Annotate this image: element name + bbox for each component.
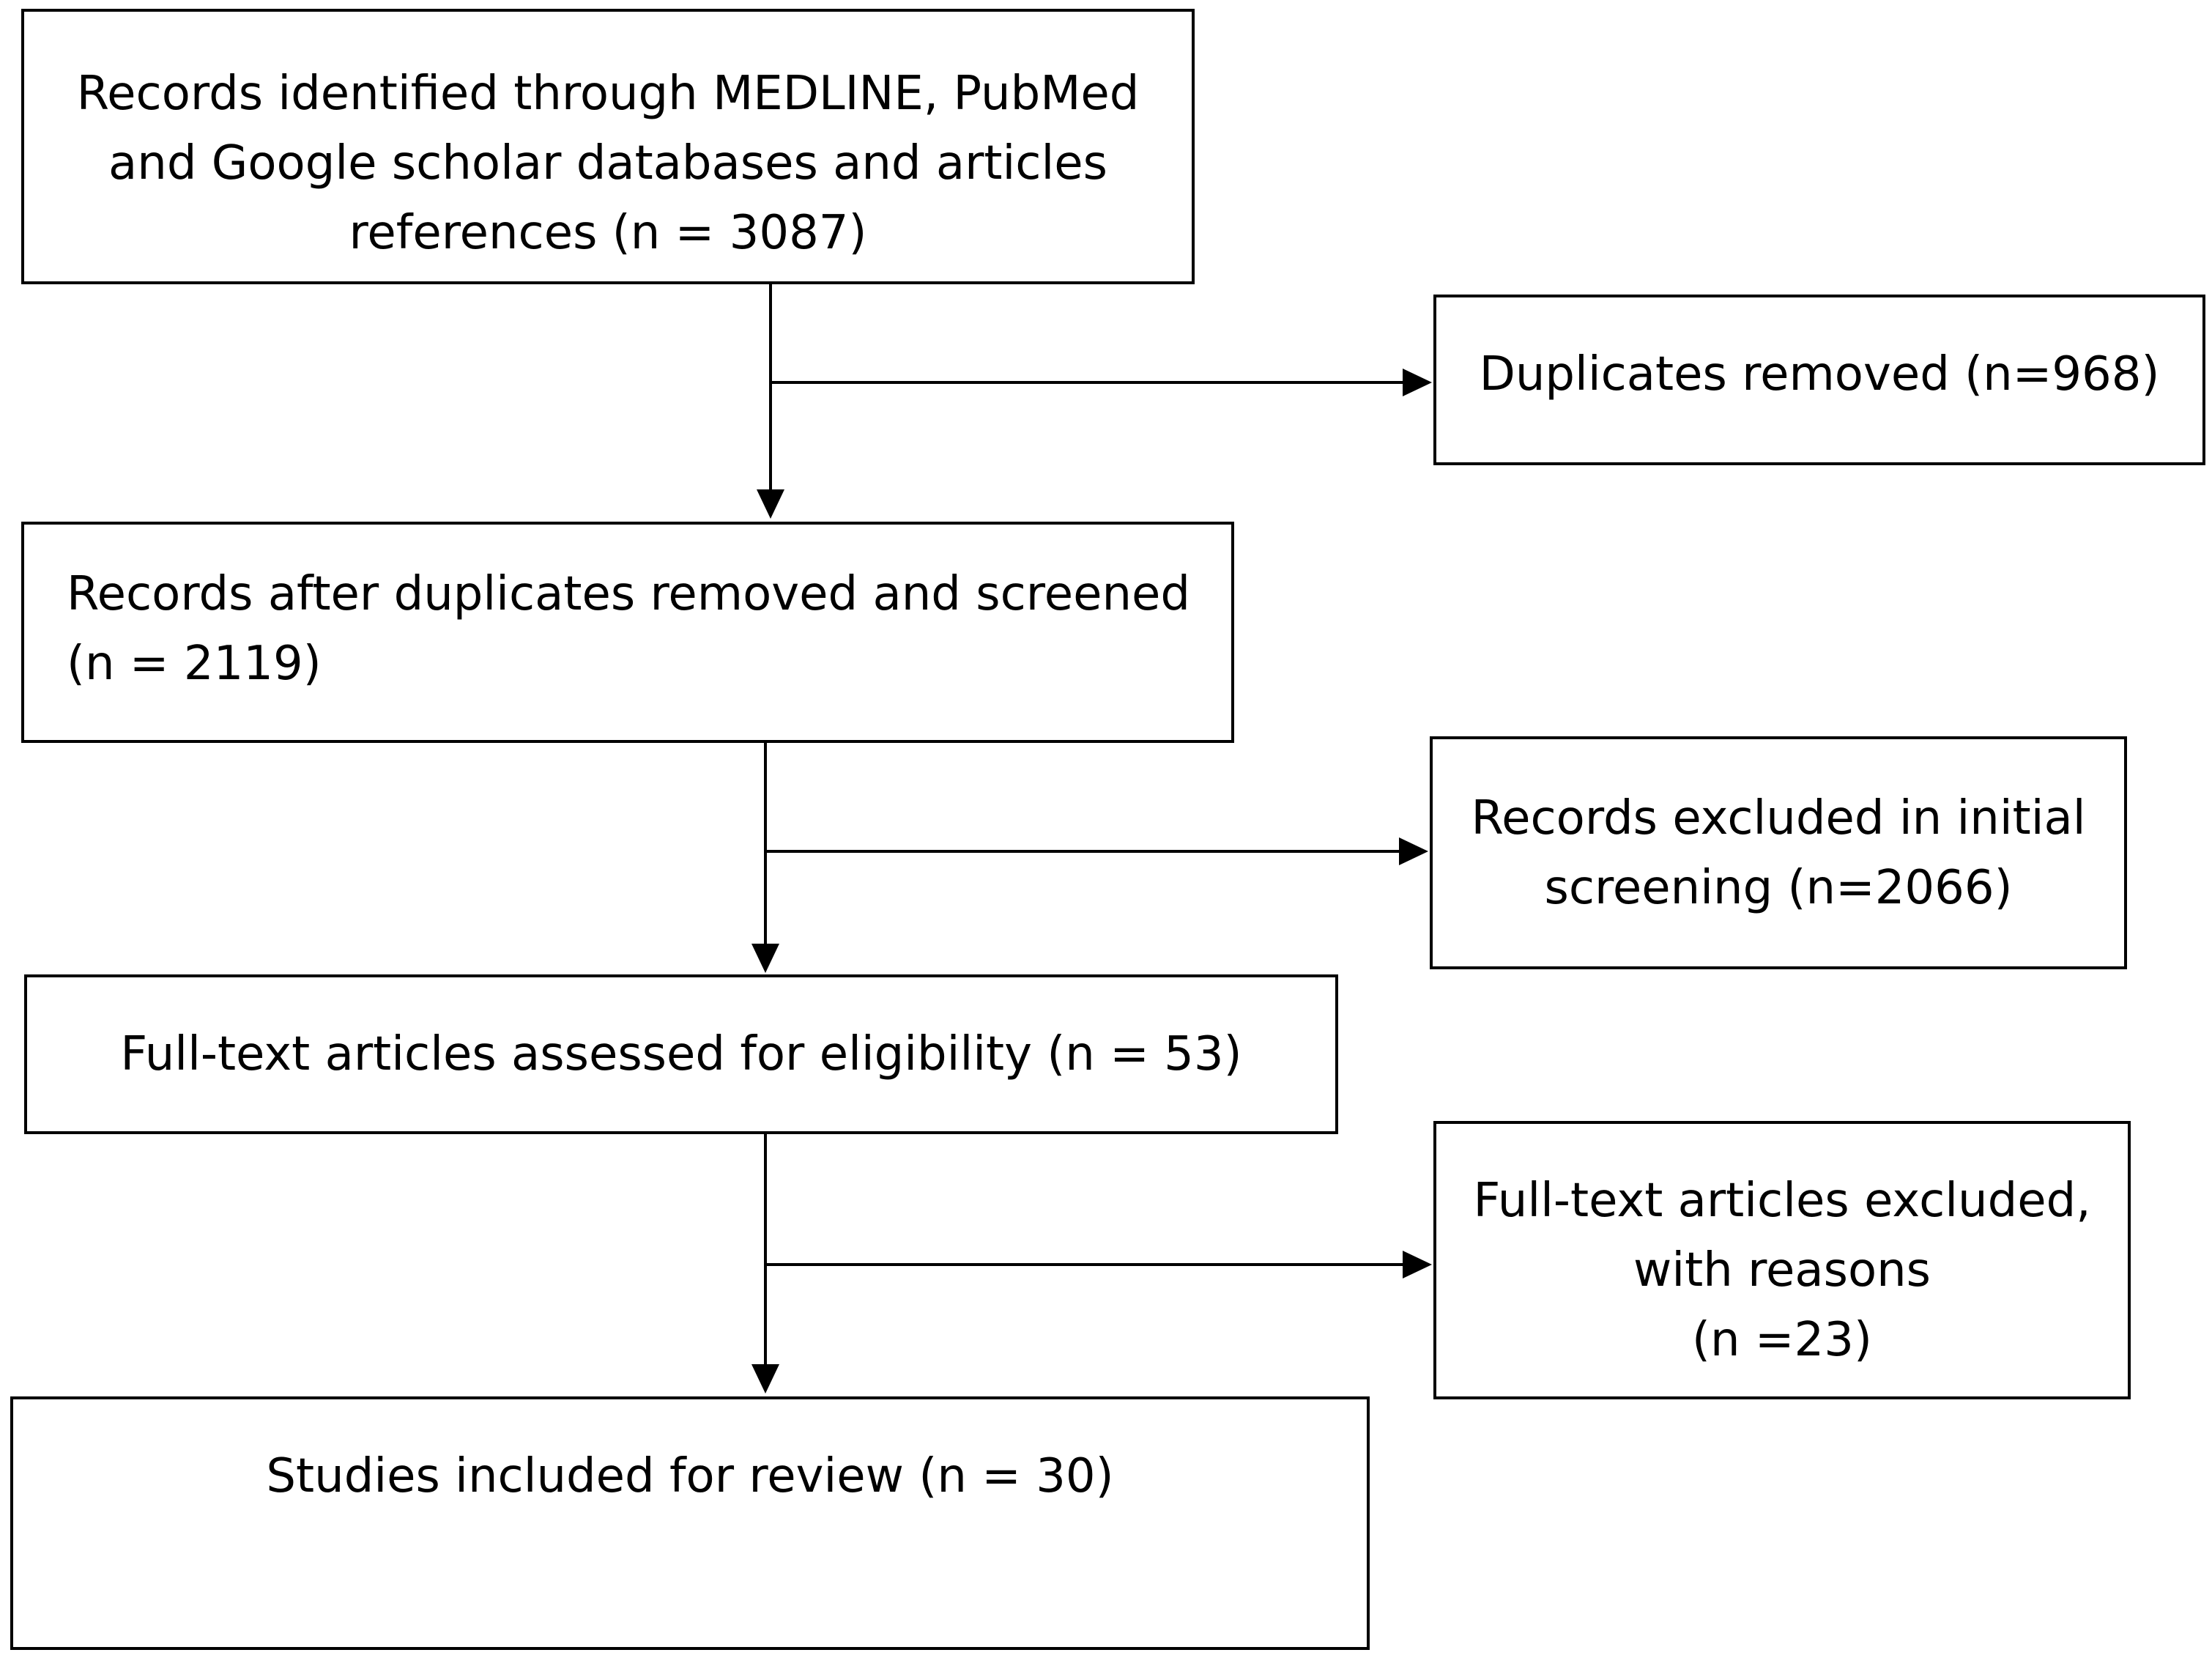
duplicates-removed-text: Duplicates removed (n=968) (1479, 347, 2160, 401)
records-identified-box: Records identified through MEDLINE, PubM… (21, 9, 1195, 284)
arrowhead-right-3 (1403, 1251, 1432, 1278)
arrowhead-down-2 (751, 944, 779, 973)
records-excluded-initial-box: Records excluded in initial screening (n… (1430, 736, 2127, 969)
records-identified-text: Records identified through MEDLINE, PubM… (76, 67, 1140, 260)
records-excluded-initial-text: Records excluded in initial screening (n… (1471, 791, 2086, 915)
studies-included-text: Studies included for review (n = 30) (266, 1449, 1114, 1503)
arrowhead-right-2 (1399, 837, 1428, 865)
fulltext-assessed-text: Full-text articles assessed for eligibil… (120, 1027, 1242, 1081)
fulltext-excluded-box: Full-text articles excluded, with reason… (1433, 1121, 2131, 1399)
arrowhead-down-1 (757, 489, 784, 519)
arrowhead-right-1 (1403, 369, 1432, 396)
fulltext-excluded-text: Full-text articles excluded, with reason… (1473, 1174, 2091, 1367)
arrowhead-down-3 (751, 1364, 779, 1394)
records-screened-box: Records after duplicates removed and scr… (21, 522, 1234, 743)
studies-included-box: Studies included for review (n = 30) (10, 1396, 1370, 1650)
duplicates-removed-box: Duplicates removed (n=968) (1433, 295, 2205, 465)
records-screened-text: Records after duplicates removed and scr… (67, 567, 1190, 691)
fulltext-assessed-box: Full-text articles assessed for eligibil… (24, 974, 1338, 1134)
